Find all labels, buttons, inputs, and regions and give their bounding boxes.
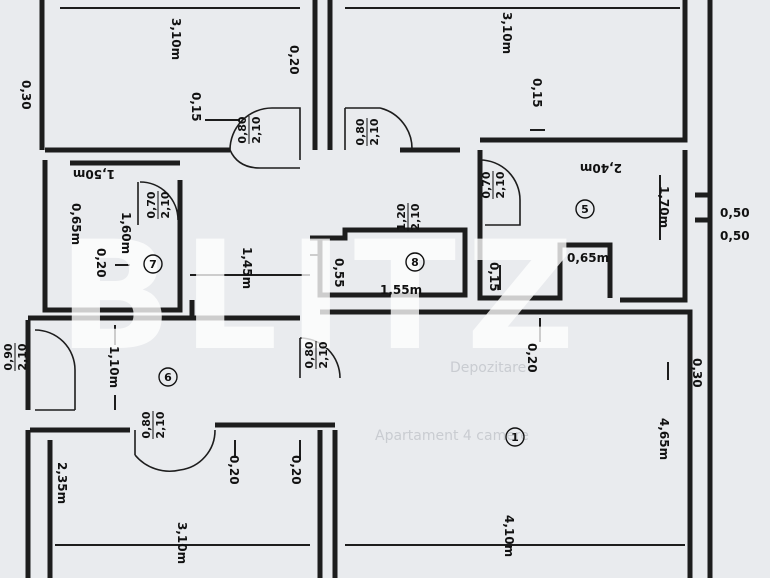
dim-room8-wall-b: 0,15: [487, 262, 501, 292]
door-label-d5: 0,70 2,10: [145, 191, 172, 219]
faint-label: Apartament 4 camere: [375, 428, 529, 444]
dim-ext-bottom: 0,50: [720, 229, 750, 243]
door-height: 2,10: [250, 116, 263, 143]
door-height: 2,10: [159, 191, 172, 218]
door-label-d2: 0,80 2,10: [354, 118, 381, 146]
dim-room6-depth: 1,10m: [107, 346, 121, 388]
dim-bottom-left-depth: 2,35m: [55, 462, 69, 504]
door-height: 2,10: [317, 341, 330, 368]
door-width: 0,80: [140, 411, 153, 438]
room-number-6: 6: [164, 371, 172, 384]
dim-room6-wall-right: 0,20: [289, 455, 303, 485]
room-number-7: 7: [149, 258, 157, 271]
dim-wall-b: 0,15: [189, 92, 203, 122]
room-number-5: 5: [581, 203, 589, 216]
door-width: 0,80: [236, 116, 249, 143]
dim-room5-depth: 1,70m: [657, 186, 671, 228]
dim-room8-wall: 0,55: [332, 258, 346, 288]
dim-corridor-width: 2,40m: [580, 161, 622, 175]
room-marker-8: [405, 252, 425, 272]
door-label-d1: 0,80 2,10: [236, 116, 263, 144]
door-height: 2,10: [154, 411, 167, 438]
door-height: 2,10: [494, 171, 507, 198]
door-width: 0,70: [145, 191, 158, 218]
door-labels: 0,80 2,10 0,80 2,10 0,70 2,10 1,20 2,10 …: [2, 116, 507, 439]
door-height: 2,10: [16, 343, 29, 370]
dim-room7-depth: 1,60m: [119, 212, 133, 254]
dim-closet-width: 0,65m: [567, 251, 609, 265]
dim-room1-depth: 4,65m: [657, 418, 671, 460]
door-width: 0,90: [2, 343, 15, 370]
room-marker-5: [575, 199, 595, 219]
faint-label: Depozitare: [450, 360, 526, 376]
door-label-d6: 0,80 2,10: [303, 341, 330, 369]
dim-right-wall: 0,30: [690, 358, 704, 388]
dimension-labels: 3,10m 3,10m 0,30 0,20 0,15 0,15 2,40m 1,…: [19, 12, 750, 564]
dim-room6-wall-left: 0,20: [227, 455, 241, 485]
room-marker-7: [143, 254, 163, 274]
dim-room7-width: 1,50m: [73, 167, 115, 181]
door-label-d8: 0,80 2,10: [140, 411, 167, 439]
door-label-d7: 0,90 2,10: [2, 343, 29, 371]
door-height: 2,10: [368, 118, 381, 145]
door-width: 0,80: [303, 341, 316, 368]
door-width: 1,20: [395, 203, 408, 230]
dim-bottom-right-width: 4,10m: [502, 515, 516, 557]
dim-ext-top: 0,50: [720, 206, 750, 220]
door-label-d3: 0,70 2,10: [480, 171, 507, 199]
dim-room8-width: 1,55m: [380, 283, 422, 297]
door-width: 0,80: [354, 118, 367, 145]
dim-room7-height: 0,65m: [69, 203, 83, 245]
room-number-1: 1: [511, 431, 519, 444]
dimension-lines: [55, 7, 685, 546]
door-swings: [34, 107, 521, 473]
dim-bottom-left-width: 3,10m: [175, 522, 189, 564]
dim-hall-depth: 1,45m: [240, 247, 254, 289]
room-marker-6: [158, 367, 178, 387]
dim-wall-a: 0,20: [287, 45, 301, 75]
dim-top-left-width: 3,10m: [169, 18, 183, 60]
walls: [25, 0, 713, 578]
room-number-8: 8: [411, 256, 419, 269]
dim-top-right-width: 3,10m: [500, 12, 514, 54]
room-marker-1: [505, 427, 525, 447]
dim-wall-c: 0,15: [530, 78, 544, 108]
door-label-d4: 1,20 2,10: [395, 203, 422, 231]
door-height: 2,10: [409, 203, 422, 230]
door-width: 0,70: [480, 171, 493, 198]
dim-room7-wall: 0,20: [94, 248, 108, 278]
dim-mid-wall: 0,20: [525, 343, 539, 373]
room-number-markers: 5 7 8 6 1: [143, 199, 595, 447]
dim-left-wall: 0,30: [19, 80, 33, 110]
